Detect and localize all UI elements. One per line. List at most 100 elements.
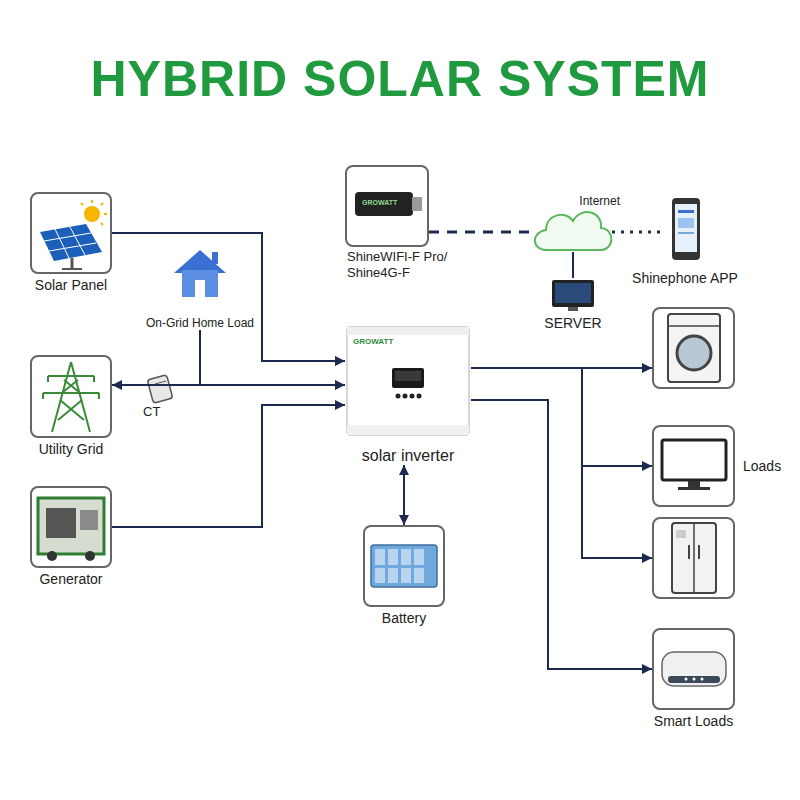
utility-pylon-icon <box>64 380 79 392</box>
connector <box>471 368 652 558</box>
inverter-icon <box>403 394 408 399</box>
phone-icon <box>678 210 694 213</box>
water-heater-icon <box>693 678 696 681</box>
house-icon <box>212 252 218 264</box>
wifi-dongle-icon <box>355 192 413 216</box>
solar-panel-icon <box>71 258 74 268</box>
phone-icon <box>678 218 694 228</box>
inverter-icon <box>396 394 401 399</box>
logo-text: GROWATT <box>353 338 393 347</box>
node-label: SERVER <box>542 315 603 332</box>
water-heater-icon <box>668 676 720 683</box>
generator-icon <box>80 510 98 530</box>
water-heater-icon <box>662 652 726 686</box>
node-label: Shinephone APP <box>630 270 740 287</box>
ct-clamp-icon <box>155 381 166 384</box>
node-label: Smart Loads <box>652 713 735 730</box>
connector <box>612 231 665 234</box>
house-icon <box>195 280 205 297</box>
solar-panel-icon <box>62 268 82 270</box>
solar-panel-icon <box>101 203 103 205</box>
tv-icon <box>662 440 726 480</box>
phone-icon <box>672 198 700 260</box>
inverter-icon <box>347 425 469 435</box>
water-heater-icon <box>685 678 688 681</box>
fridge-icon <box>672 523 716 593</box>
node-label: Internet <box>577 194 622 208</box>
utility-pylon-icon <box>71 362 90 432</box>
tv-icon <box>662 440 726 490</box>
generator-icon <box>47 551 57 561</box>
utility-pylon-icon <box>60 400 84 420</box>
solar-panel-icon <box>70 227 85 255</box>
fridge-icon <box>672 523 716 593</box>
battery-icon <box>414 549 424 565</box>
utility-pylon-icon <box>42 393 44 399</box>
battery-icon <box>414 568 424 583</box>
utility-pylon-icon <box>47 376 49 382</box>
ct-label: CT <box>143 405 160 419</box>
washer-icon <box>677 336 711 370</box>
node-label: Battery <box>380 610 428 627</box>
inverter-icon <box>392 368 424 388</box>
inverter-icon <box>347 327 469 335</box>
battery-icon <box>371 545 437 587</box>
fridge-icon <box>698 545 700 559</box>
connector <box>429 231 534 234</box>
logo-text: GROWATT <box>362 199 397 207</box>
connector <box>112 330 200 385</box>
wifi-dongle-icon <box>355 192 422 216</box>
washer-icon <box>668 314 720 382</box>
solar-panel-icon <box>91 200 93 203</box>
phone-icon <box>675 204 697 252</box>
tv-icon <box>688 481 700 487</box>
utility-pylon-icon <box>43 362 99 432</box>
node-label: ShineWIFI-F Pro/ Shine4G-F <box>345 249 473 280</box>
solar-panel-icon <box>81 200 107 225</box>
connector <box>471 368 652 466</box>
phone-icon <box>672 198 700 260</box>
connector <box>572 252 574 278</box>
inverter-icon <box>347 327 469 435</box>
solar-panel-icon <box>40 200 107 269</box>
node-label: Utility Grid <box>37 441 106 458</box>
solar-panel-icon <box>55 229 69 258</box>
solar-panel-icon <box>81 203 83 205</box>
smart-load-box: Smart Loads <box>652 628 735 710</box>
load-box: Loads <box>652 425 735 507</box>
ct-clamp-icon <box>147 375 173 403</box>
solar-panel-box: Solar Panel <box>30 192 112 274</box>
generator-icon <box>38 498 104 554</box>
utility-pylon-icon <box>58 400 82 420</box>
utility-pylon-icon <box>48 375 94 377</box>
diagram-title: HYBRID SOLAR SYSTEM <box>0 52 800 107</box>
battery-icon <box>375 549 385 565</box>
washer-icon <box>668 314 720 382</box>
washer-icon <box>668 325 720 327</box>
house-icon <box>174 250 226 297</box>
utility-pylon-icon <box>93 376 95 382</box>
battery-icon <box>401 568 411 583</box>
battery-icon <box>388 568 398 583</box>
phone-icon <box>678 232 694 234</box>
battery-icon <box>388 549 398 565</box>
node-label: Loads <box>741 458 783 475</box>
generator-icon <box>38 498 104 561</box>
battery-icon <box>371 545 437 587</box>
node-label: Generator <box>37 571 104 588</box>
inverter-icon <box>347 327 469 435</box>
utility-pylon-icon <box>43 392 99 394</box>
node-label: On-Grid Home Load <box>144 316 256 330</box>
battery-box: Battery <box>363 525 445 607</box>
inverter-icon <box>417 394 422 399</box>
home-load: On-Grid Home Load <box>135 245 265 330</box>
connector <box>112 405 345 527</box>
utility-pylon-icon <box>63 380 78 392</box>
water-heater-icon <box>701 678 704 681</box>
solar-panel-icon <box>101 223 103 225</box>
server-monitor-icon <box>555 283 591 303</box>
wifi-dongle-icon <box>412 197 422 211</box>
